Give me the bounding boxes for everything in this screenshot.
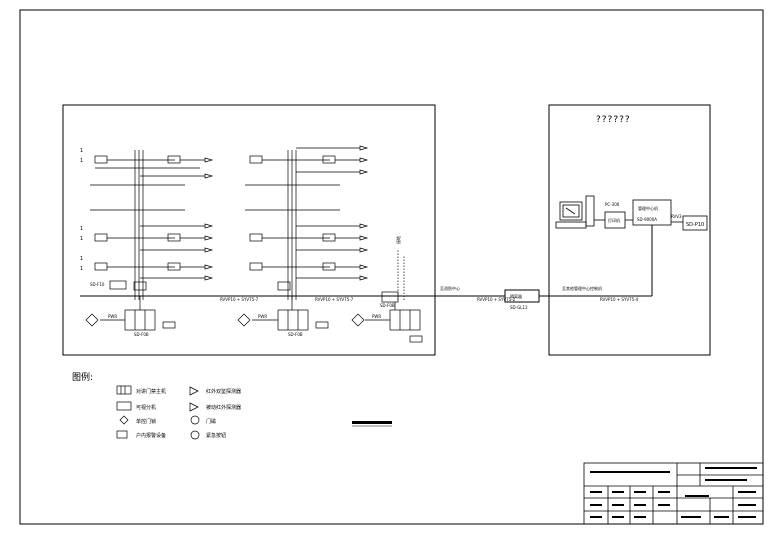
switch-label-c: SD-F0B xyxy=(380,303,395,308)
cable-label-a: RVVP10 + SYV75-7 xyxy=(220,297,259,302)
legend-label-3: 可视分机 xyxy=(136,404,156,411)
manager-console xyxy=(625,199,708,231)
legend-label-5: 单控门锁 xyxy=(136,418,156,425)
label-floor-unit-1: 1 xyxy=(80,148,83,154)
legend-icons xyxy=(116,385,200,440)
title-block-marks xyxy=(590,467,757,518)
vertical-note: 接地 xyxy=(395,236,401,244)
code-right: SD-P10 xyxy=(686,222,704,228)
code-mid: RVV3 xyxy=(671,214,682,219)
door-lock-icon xyxy=(237,313,251,327)
manager-title: 管理中心机 xyxy=(638,205,658,211)
legend-label-8: 紧急按钮 xyxy=(206,432,226,439)
door-lock-icon xyxy=(85,313,99,327)
building-riser-middle xyxy=(245,145,369,331)
computer-icon xyxy=(555,195,595,229)
pwr-label-c: PWR xyxy=(372,314,381,319)
remote-line-label: 至其他管理中心控制机 xyxy=(562,285,602,291)
legend-title: 图例: xyxy=(72,371,93,383)
building-riser-left xyxy=(80,150,430,331)
cable-label-d: RVVP10 + SYV75-4 xyxy=(600,297,639,302)
left-edge-label: SD-F10 xyxy=(90,282,105,287)
legend-label-7: 户内报警设备 xyxy=(136,432,166,439)
switch-label-b: SD-F0B xyxy=(288,332,303,337)
scale-bar xyxy=(352,421,392,427)
monitor-room-title: ?????? xyxy=(596,115,631,125)
title-block xyxy=(583,462,764,525)
printer-label: 打印机 xyxy=(608,217,620,223)
switch-label-a: SD-F0B xyxy=(134,332,149,337)
cable-label-c: RVVP10 + SYV75-2 xyxy=(477,297,516,302)
label-floor-unit-4: 1 xyxy=(80,236,83,242)
isolator-label: 隔离器 xyxy=(510,293,522,299)
trunk-line xyxy=(430,225,653,303)
cable-label-b: RVVP10 + SYV75-7 xyxy=(315,297,354,302)
monitor-room-panel xyxy=(548,104,711,356)
isolator-code: SD-GL12 xyxy=(510,305,528,310)
building-panel xyxy=(62,104,436,356)
pwr-label-a: PWR xyxy=(108,314,117,319)
manager-code: SD-9000A xyxy=(637,217,657,222)
pwr-label-b: PWR xyxy=(258,314,267,319)
main-line-label: 至消防中心 xyxy=(440,285,460,291)
legend-label-1: 对讲门禁主机 xyxy=(136,388,166,395)
entrance-unit xyxy=(365,250,423,343)
drawing-frame xyxy=(19,9,764,525)
door-lock-icon xyxy=(351,313,365,327)
label-floor-unit-2: 1 xyxy=(80,158,83,164)
label-floor-unit-5: 1 xyxy=(80,256,83,262)
pc-label: PC-300 xyxy=(605,202,620,207)
label-floor-unit-6: 1 xyxy=(80,266,83,272)
legend-label-4: 被动红外探测器 xyxy=(206,404,241,411)
legend-label-6: 门磁 xyxy=(206,418,216,425)
label-floor-unit-3: 1 xyxy=(80,226,83,232)
legend-label-2: 红外双鉴探测器 xyxy=(206,388,241,395)
